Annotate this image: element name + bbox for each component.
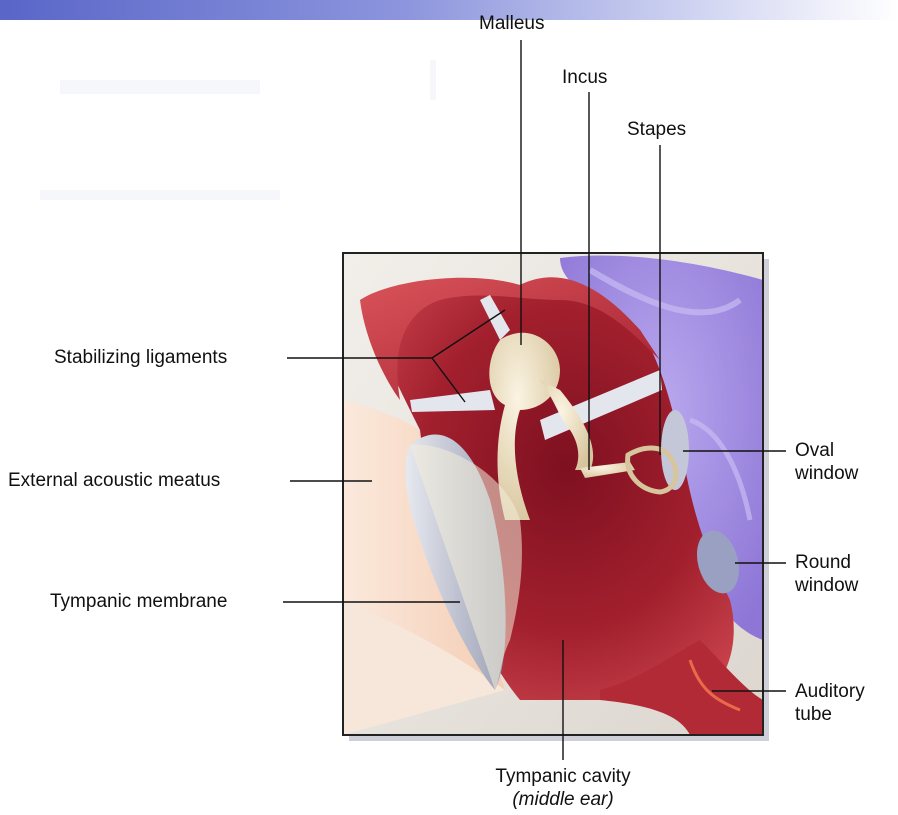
label-auditory-tube-line2: tube — [795, 703, 865, 726]
label-auditory-tube-line1: Auditory — [795, 680, 865, 703]
label-oval-window-line2: window — [795, 462, 858, 485]
label-oval-window: Oval window — [795, 439, 858, 485]
label-tympanic-membrane: Tympanic membrane — [50, 590, 227, 613]
label-external-acoustic-meatus: External acoustic meatus — [8, 469, 220, 492]
label-round-window-line1: Round — [795, 551, 858, 574]
label-malleus: Malleus — [479, 12, 544, 35]
label-auditory-tube: Auditory tube — [795, 680, 865, 726]
label-incus: Incus — [562, 66, 607, 89]
label-tympanic-cavity-line1: Tympanic cavity — [463, 765, 663, 788]
label-oval-window-line1: Oval — [795, 439, 858, 462]
label-round-window-line2: window — [795, 574, 858, 597]
label-stabilizing-ligaments: Stabilizing ligaments — [54, 346, 227, 369]
illustration-content — [343, 253, 763, 735]
label-round-window: Round window — [795, 551, 858, 597]
label-stapes: Stapes — [627, 118, 686, 141]
label-tympanic-cavity: Tympanic cavity (middle ear) — [463, 765, 663, 811]
background-ghost — [40, 60, 436, 200]
label-middle-ear: (middle ear) — [463, 788, 663, 811]
